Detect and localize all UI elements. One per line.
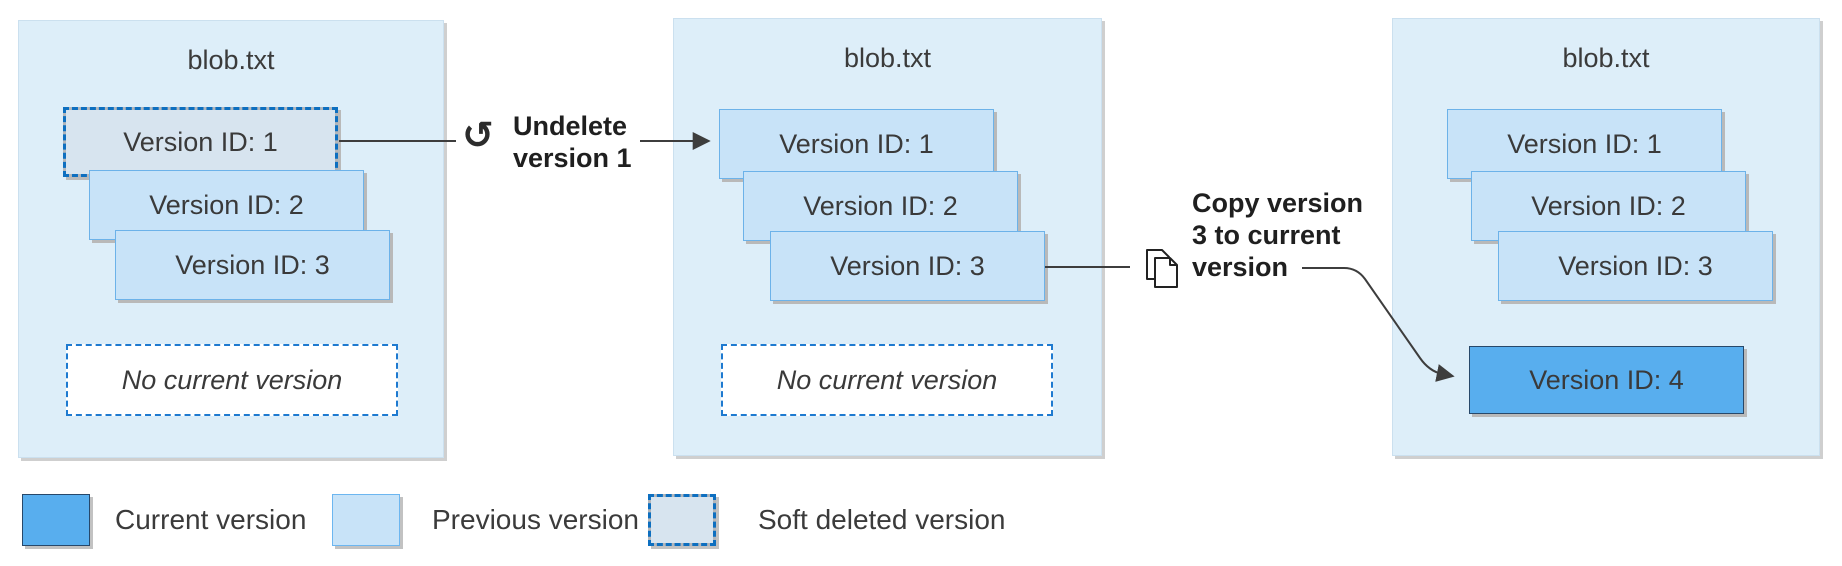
- version-box-soft-deleted: Version ID: 1: [63, 107, 338, 177]
- version-box: Version ID: 3: [115, 230, 390, 300]
- version-box: Version ID: 2: [1471, 171, 1746, 241]
- legend-swatch-current-version: [22, 494, 90, 546]
- undelete-action-label: Undelete version 1: [513, 110, 663, 174]
- blob-panel-3: blob.txt Version ID: 1 Version ID: 2 Ver…: [1392, 18, 1820, 456]
- blob-title: blob.txt: [187, 45, 275, 75]
- undelete-action-line2: version 1: [513, 143, 632, 173]
- copy-icon: [1146, 249, 1178, 288]
- version-box: Version ID: 1: [1447, 109, 1722, 179]
- blob-title: blob.txt: [1562, 43, 1650, 73]
- version-box: Version ID: 1: [719, 109, 994, 179]
- blob-panel-1: blob.txt Version ID: 1 Version ID: 2 Ver…: [18, 20, 444, 458]
- undo-icon: ↺: [462, 113, 494, 157]
- no-current-version-slot: No current version: [66, 344, 398, 416]
- copy-action-label: Copy version 3 to current version: [1192, 187, 1372, 283]
- legend-label-soft-deleted-version: Soft deleted version: [758, 504, 1006, 535]
- legend-label-current-version: Current version: [115, 504, 307, 535]
- copy-action-line3: version: [1192, 252, 1289, 282]
- blob-title: blob.txt: [843, 43, 932, 73]
- version-box: Version ID: 2: [89, 170, 364, 240]
- copy-action-line1: Copy version: [1192, 188, 1364, 218]
- legend-swatch-soft-deleted-version: [648, 494, 716, 546]
- blob-panel-2: blob.txt Version ID: 1 Version ID: 2 Ver…: [673, 18, 1102, 456]
- undelete-action-line1: Undelete: [513, 111, 628, 141]
- version-box-current: Version ID: 4: [1469, 346, 1744, 414]
- legend-label-previous-version: Previous version: [432, 504, 639, 535]
- no-current-version-slot: No current version: [721, 344, 1053, 416]
- copy-action-line2: 3 to current: [1192, 220, 1341, 250]
- version-box: Version ID: 3: [770, 231, 1045, 301]
- legend-swatch-previous-version: [332, 494, 400, 546]
- version-box: Version ID: 3: [1498, 231, 1773, 301]
